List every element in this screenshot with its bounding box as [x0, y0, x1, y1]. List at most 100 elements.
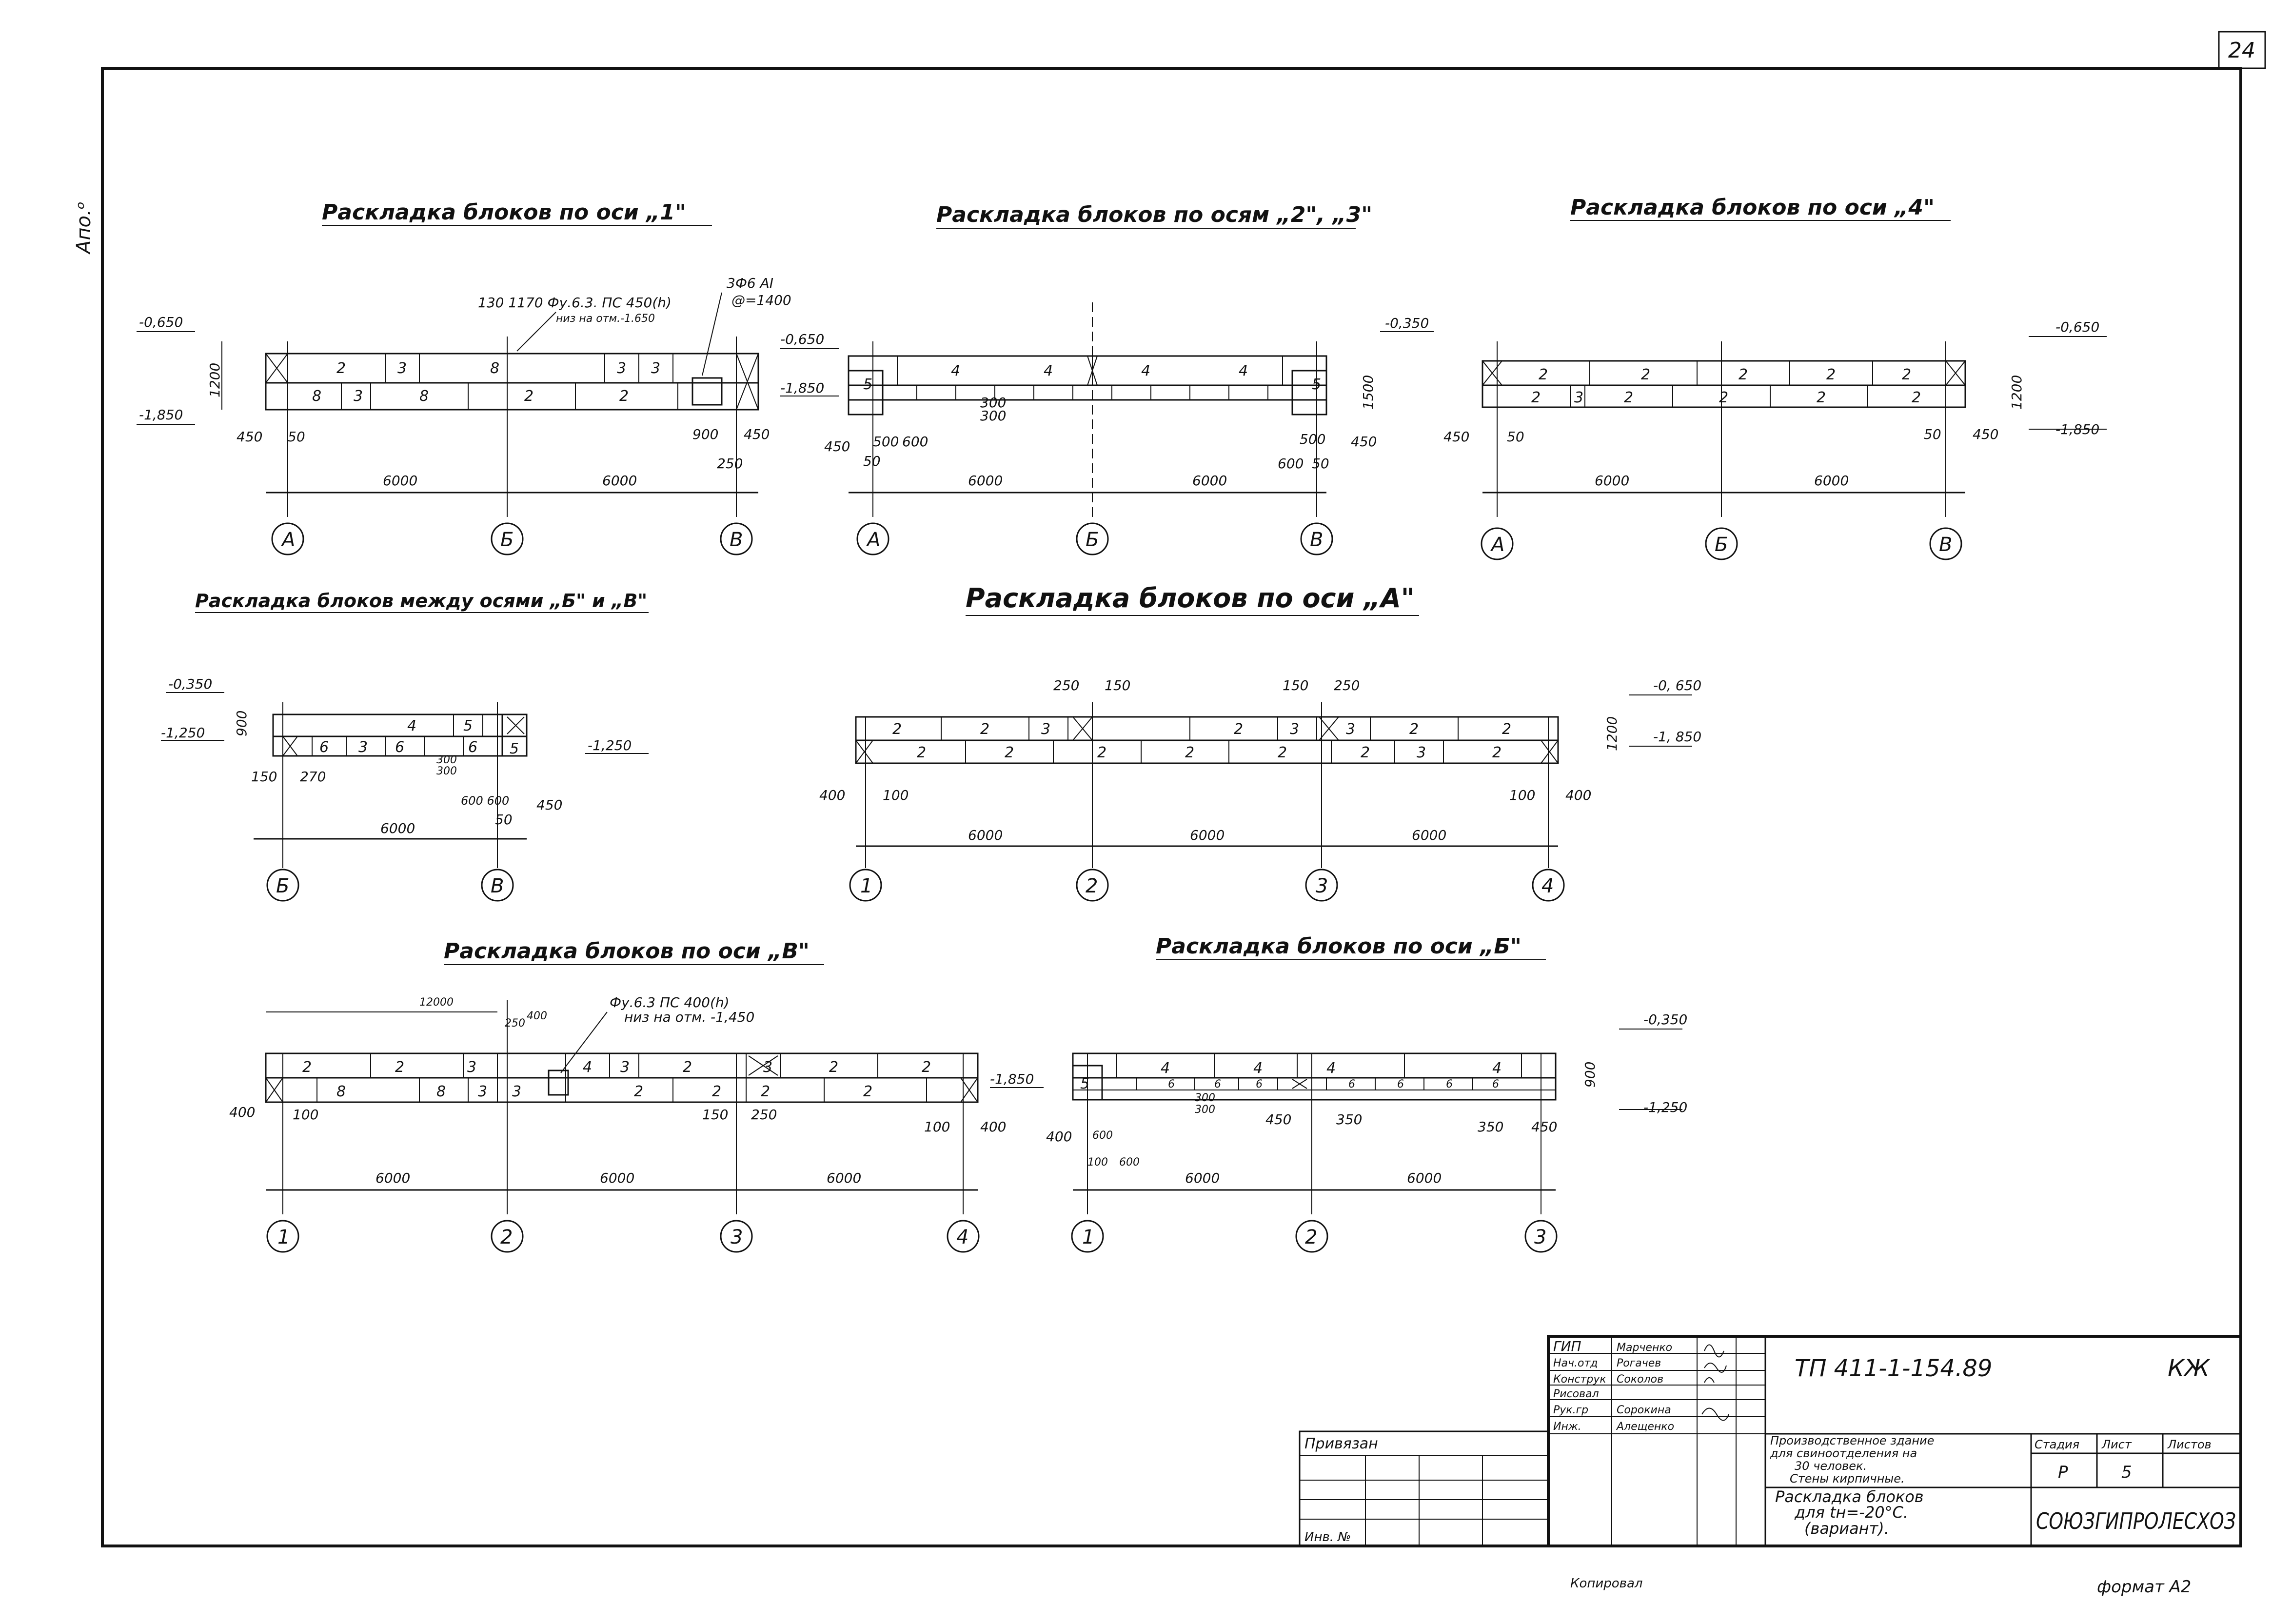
block-label: 4 — [951, 362, 960, 379]
block-label: 2 — [302, 1059, 312, 1076]
level-mark: -1,250 — [1643, 1099, 1687, 1115]
block-label: 2 — [980, 721, 989, 738]
level-mark: -1,850 — [780, 380, 824, 396]
block-label: 4 — [1044, 362, 1053, 379]
stamp-role: Рисовал — [1553, 1388, 1599, 1400]
dim-label: 6000 — [1185, 1170, 1220, 1186]
block-label: 8 — [336, 1083, 346, 1100]
level-mark: -0,650 — [139, 314, 183, 330]
dim-label: 450 — [744, 426, 770, 442]
organization: СОЮЗГИПРОЛЕСХОЗ — [2036, 1508, 2236, 1534]
level-mark: -0, 650 — [1653, 677, 1701, 693]
dim-label: 6000 — [968, 827, 1003, 843]
block-label: 2 — [892, 721, 902, 738]
dim-label: 6000 — [380, 820, 415, 836]
dim-label: 300 — [1195, 1104, 1215, 1116]
level-mark: -0,350 — [1643, 1011, 1687, 1028]
dim-label: 300 — [436, 765, 457, 777]
stamp-name: Рогачев — [1617, 1357, 1661, 1369]
dim-label: 50 — [1507, 429, 1524, 445]
dim-label: 350 — [1478, 1119, 1503, 1135]
dim-label: 100 — [883, 787, 909, 803]
stamp-role: Нач.отд — [1553, 1357, 1598, 1369]
block-label: 2 — [1739, 366, 1748, 383]
block-label: 6 — [1397, 1078, 1404, 1090]
dim-label: 270 — [300, 769, 326, 785]
dim-label: 400 — [229, 1104, 255, 1120]
dim-label: 400 — [1046, 1129, 1072, 1145]
sheet-title-line: для tн=-20°С. — [1794, 1503, 1908, 1522]
block-label: 3 — [397, 360, 407, 377]
stamp-role: Конструк — [1553, 1373, 1606, 1386]
block-label: 5 — [863, 376, 872, 393]
dim-label: 300 — [436, 754, 457, 766]
table-header: Листов — [2167, 1438, 2212, 1451]
dim-label: 1500 — [1360, 375, 1376, 410]
dim-label: 150 — [1283, 677, 1308, 693]
dim-label: 300 — [980, 395, 1006, 411]
block-label: 3 — [617, 360, 626, 377]
table-header: Стадия — [2035, 1438, 2079, 1451]
axis-label: 1 — [277, 1226, 290, 1248]
dim-label: 450 — [1443, 429, 1469, 445]
dim-label: 450 — [1351, 434, 1377, 450]
dim-label: 1200 — [1604, 716, 1620, 751]
block-label: 6 — [319, 739, 329, 756]
dim-label: 6000 — [600, 1170, 634, 1186]
block-label: 2 — [683, 1059, 692, 1076]
level-mark: -1,250 — [161, 725, 205, 741]
axis-label: Б — [1086, 529, 1099, 551]
dim-label: 250 — [1334, 677, 1360, 693]
block-label: 4 — [1141, 362, 1150, 379]
dim-label: 600 — [1278, 456, 1304, 472]
callout-text: низ на отм.-1.650 — [556, 313, 655, 325]
stamp-name: Сорокина — [1617, 1404, 1671, 1416]
block-label: 6 — [1256, 1078, 1263, 1090]
dim-label: 6000 — [968, 473, 1003, 489]
dim-label: 250 — [717, 456, 743, 472]
dim-label: 400 — [1565, 787, 1591, 803]
sheet-title-line: (вариант). — [1804, 1519, 1889, 1538]
plan-title: Раскладка блоков по оси „4" — [1570, 195, 1935, 220]
page-number-box — [2218, 31, 2266, 69]
plan-axis-b: Раскладка блоков по оси „Б" 5 4 4 4 4 6 … — [1046, 934, 1687, 1253]
axis-label: А — [280, 529, 295, 551]
level-mark: -0,650 — [780, 331, 824, 347]
block-label: 8 — [436, 1083, 446, 1100]
dim-label: 900 — [234, 711, 250, 736]
dim-label: 100 — [1509, 787, 1535, 803]
dim-label: 100 — [293, 1107, 318, 1123]
level-mark: -0,650 — [2055, 319, 2099, 335]
block-label: 4 — [407, 717, 416, 734]
dim-label: 400 — [819, 787, 845, 803]
sheet-value: 5 — [2121, 1463, 2132, 1482]
dim-label: 150 — [1105, 677, 1130, 693]
stamp-name: Соколов — [1617, 1373, 1663, 1386]
block-dividers — [855, 716, 1559, 764]
project-title-line: 30 человек. — [1795, 1459, 1867, 1473]
lower-course-labels: 6 6 6 6 6 6 6 — [1168, 1078, 1499, 1090]
dim-label: 450 — [1973, 426, 1998, 442]
callout-text: низ на отм. -1,450 — [624, 1009, 754, 1025]
dim-label: 12000 — [419, 996, 454, 1009]
axis-label: 3 — [1316, 875, 1328, 897]
level-mark: -1,850 — [990, 1071, 1034, 1087]
dim-label: 6000 — [375, 1170, 410, 1186]
dim-label: 600 — [1119, 1156, 1140, 1168]
block-label: 3 — [1574, 389, 1583, 406]
block-label: 2 — [619, 388, 629, 405]
dim-label: 350 — [1336, 1111, 1362, 1128]
dim-label: 6000 — [602, 473, 637, 489]
block-label: 6 — [1492, 1078, 1499, 1090]
dim-label: 500 — [873, 434, 899, 450]
project-title-line: Стены кирпичные. — [1790, 1472, 1905, 1485]
plan-title: Раскладка блоков по оси „В" — [444, 939, 810, 964]
block-label: 3 — [763, 1059, 772, 1076]
block-label: 4 — [1239, 362, 1248, 379]
plan-axis-4: Раскладка блоков по оси „4" 2 2 2 2 2 2 … — [1443, 195, 2107, 560]
axis-label: В — [491, 875, 504, 897]
dim-label: 100 — [1087, 1156, 1108, 1168]
dim-label: 250 — [751, 1107, 777, 1123]
axis-label: 2 — [1086, 875, 1098, 897]
